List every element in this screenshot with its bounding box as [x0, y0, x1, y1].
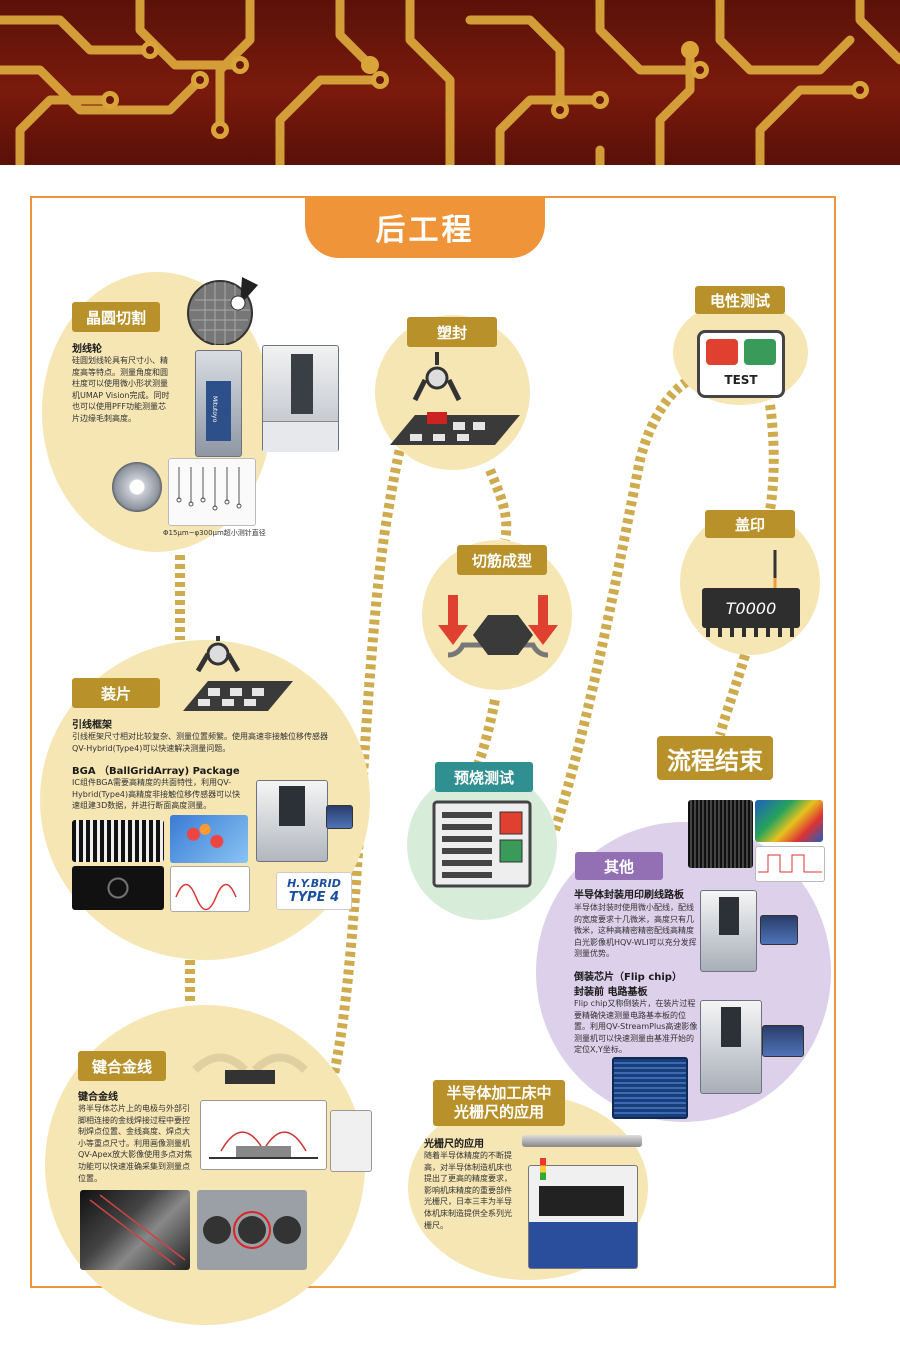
green-gauge-icon	[744, 339, 776, 365]
monitor-photo-2	[760, 915, 798, 945]
scribing-wheel-photo	[112, 462, 162, 512]
hybrid-type4-logo: H.Y.BRID TYPE 4	[276, 872, 352, 910]
marking-label[interactable]: 盖印	[705, 510, 795, 538]
chip-pins-icon	[706, 627, 794, 637]
scale-label[interactable]: 半导体加工床中 光栅尺的应用	[433, 1080, 565, 1126]
scale-label-line2: 光栅尺的应用	[453, 1103, 544, 1121]
other-text-1: 半导体封装时使用微小配线，配线的宽度要求十几微米，高度只有几微米，这种高精密精密…	[574, 903, 697, 959]
other-subtitle-3: 封装前 电路基板	[574, 987, 648, 998]
red-gauge-icon	[706, 339, 738, 365]
other-subtitle-1: 半导体封装用印刷线路板	[574, 890, 684, 901]
linear-scale-photo	[522, 1135, 642, 1147]
bond-pad-grid	[203, 1211, 301, 1249]
cross-section-chart-photo	[170, 866, 250, 912]
bonding-subtitle: 键合金线	[78, 1092, 118, 1103]
bonding-label[interactable]: 键合金线	[78, 1051, 166, 1081]
mounting-label[interactable]: 装片	[72, 678, 160, 708]
molding-gripper-icon	[390, 352, 520, 445]
mounting-subtitle-1: 引线框架	[72, 720, 112, 731]
wire-profile-photo	[330, 1110, 372, 1172]
stylus-diagram	[176, 467, 242, 511]
machine-head	[279, 786, 305, 826]
scale-subtitle: 光栅尺的应用	[424, 1139, 484, 1150]
monitor-photo	[326, 805, 353, 829]
machine-head	[291, 354, 313, 414]
wli-profile-chart	[755, 846, 825, 882]
circuit-board-pattern	[0, 0, 900, 165]
wire-closeup-lines	[89, 1194, 186, 1266]
wire-bond-diagram	[209, 1131, 318, 1159]
wli-machine-photo	[700, 890, 757, 972]
hybrid-machine-photo	[256, 780, 328, 862]
other-label[interactable]: 其他	[575, 852, 663, 880]
logo-line1: H.Y.BRID	[287, 877, 341, 890]
streamplus-machine-photo	[700, 1000, 762, 1094]
scale-text: 随着半导体精度的不断提高，对半导体制造机床也提出了更高的精度要求，影响机床精度的…	[424, 1151, 512, 1230]
wire-bond-diagram-photo	[200, 1100, 327, 1170]
vision-machine-photo	[262, 345, 339, 452]
trim-form-icon	[438, 595, 558, 658]
mounting-text-1: 引线框架尺寸相对比较复杂、测量位置频繁。使用高速非接触位移传感器QV-Hybri…	[72, 732, 328, 753]
dicing-subtitle: 划线轮	[72, 344, 102, 355]
laser-marker-icon	[773, 550, 777, 590]
burn-in-label[interactable]: 预烧测试	[435, 762, 533, 792]
process-end-label[interactable]: 流程结束	[657, 736, 773, 780]
machine-window	[539, 1186, 624, 1216]
molding-label[interactable]: 塑封	[407, 317, 497, 347]
burn-in-oven-icon	[432, 800, 532, 888]
tester-display: TEST	[724, 373, 758, 387]
semiconductor-machine-photo	[528, 1165, 638, 1269]
machine-head	[719, 897, 739, 935]
dicing-text: 硅圆划线轮具有尺寸小、精度高等特点。测量角度和圆柱度可以使用微小形状测量机UMA…	[72, 356, 170, 423]
electrical-test-label[interactable]: 电性测试	[695, 286, 785, 314]
bga-package-photo	[72, 866, 164, 910]
bonding-text: 将半导体芯片上的电极与外部引脚相连接的金线焊接过程中要控制焊点位置、金线高度、焊…	[78, 1104, 193, 1183]
trim-form-label[interactable]: 切筋成型	[457, 545, 547, 575]
mounting-text-2: IC组件BGA需要高精度的共面特性，利用QV-Hybrid(Type4)高精度非…	[72, 778, 241, 811]
signal-tower-icon	[540, 1158, 546, 1180]
wli-3d-image	[755, 800, 823, 842]
mounting-subtitle-2: BGA （BallGridArray) Package	[72, 766, 240, 777]
scale-label-line1: 半导体加工床中	[446, 1084, 552, 1103]
pcb-wire-image	[688, 800, 753, 868]
page-title: 后工程	[305, 196, 545, 258]
bond-pad-photo	[197, 1190, 307, 1270]
monitor-photo-3	[762, 1025, 804, 1057]
other-subtitle-2: 倒装芯片（Flip chip）	[574, 972, 682, 983]
marked-chip-icon: T0000	[702, 588, 800, 628]
dicing-caption: Φ15μm~φ300μm超小测针直径	[163, 529, 266, 537]
wire-bond-icon	[192, 1053, 308, 1084]
gold-wire-closeup-photo	[80, 1190, 190, 1270]
header-banner	[0, 0, 900, 165]
machine-head	[721, 1007, 741, 1047]
other-text-2: Flip chip又称倒装片，在装片过程要精确快速测量电路基本板的位置。利用QV…	[574, 999, 698, 1055]
machine-column	[206, 381, 231, 441]
machine-brand: Mitutoyo	[211, 396, 218, 423]
wafer-icon	[187, 277, 258, 345]
cross-section-curve	[175, 883, 237, 911]
tester-icon: TEST	[697, 330, 785, 398]
logo-line2: TYPE 4	[288, 890, 340, 905]
profile-curve	[758, 854, 822, 873]
dicing-machine-photo: Mitutoyo	[195, 350, 242, 457]
machine-stage	[263, 421, 338, 452]
dicing-label[interactable]: 晶圆切割	[72, 302, 160, 332]
leadframe-photo	[72, 820, 164, 862]
leadframe-gripper-icon	[183, 636, 293, 711]
stylus-diagram-photo	[168, 458, 256, 526]
circuit-substrate-photo	[612, 1057, 688, 1119]
3d-height-map-photo	[170, 815, 248, 863]
